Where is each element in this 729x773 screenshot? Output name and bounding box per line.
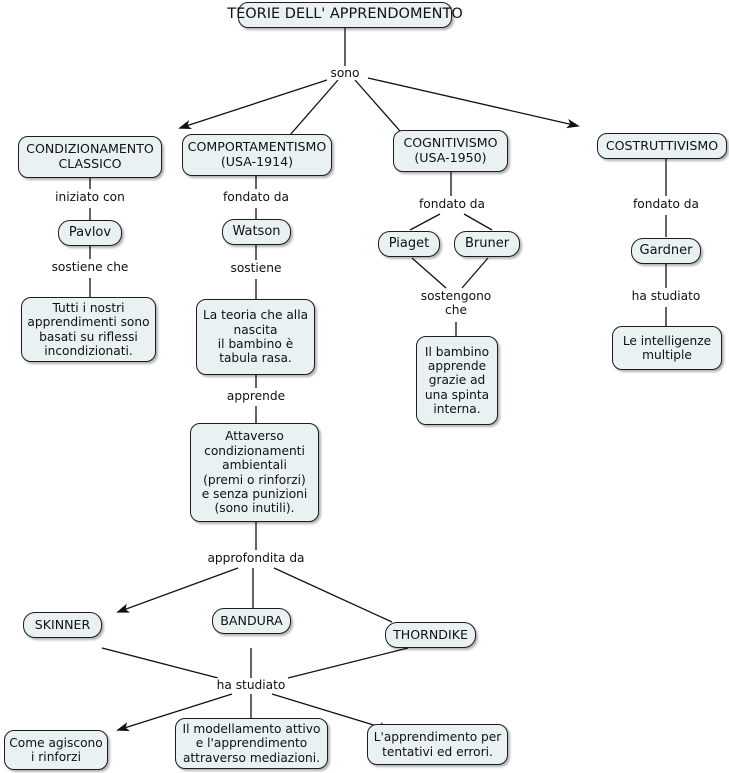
node-modellamento[interactable]: Il modellamento attivo e l'apprendimento… xyxy=(175,718,328,769)
link-label-fondato-da-watson: fondato da xyxy=(223,190,289,205)
link-label-apprende: apprende xyxy=(226,389,286,404)
link-label-fondato-da-cognitivismo: fondato da xyxy=(419,197,485,212)
edge-sono-costruttivismo xyxy=(367,77,580,129)
edge-sono-comportamentismo xyxy=(289,79,339,136)
edge-sono-condizionamento xyxy=(178,79,328,130)
node-thorndike[interactable]: THORNDIKE xyxy=(385,622,476,648)
link-label-approfondita-da: approfondita da xyxy=(207,551,305,566)
edge-fondatoda-bruner xyxy=(463,213,493,231)
edge-approfondita-skinner xyxy=(116,567,239,613)
edge-thorndike-hastudiato xyxy=(287,647,409,679)
edge-piaget-sostengono xyxy=(411,257,447,289)
node-skinner[interactable]: SKINNER xyxy=(23,612,102,638)
link-label-iniziato-con: iniziato con xyxy=(55,190,125,205)
node-tabula-rasa[interactable]: La teoria che alla nascita il bambino è … xyxy=(196,299,315,375)
edge-skinner-hastudiato xyxy=(101,647,219,679)
node-spinta-interna[interactable]: Il bambino apprende grazie ad una spinta… xyxy=(416,336,498,425)
node-riflessi-incondizionati[interactable]: Tutti i nostri apprendimenti sono basati… xyxy=(21,297,156,362)
link-label-ha-studiato-bottom: ha studiato xyxy=(216,678,286,693)
link-label-fondato-da-gardner: fondato da xyxy=(633,197,699,212)
link-label-sostiene: sostiene xyxy=(230,261,282,276)
node-bruner[interactable]: Bruner xyxy=(454,231,520,257)
node-cognitivismo[interactable]: COGNITIVISMO (USA-1950) xyxy=(393,130,508,172)
edge-sono-cognitivismo xyxy=(354,79,401,132)
node-condizionamenti-ambientali[interactable]: Attaverso condizionamenti ambientali (pr… xyxy=(190,423,319,522)
node-come-agiscono[interactable]: Come agiscono i rinforzi xyxy=(4,730,108,770)
node-comportamentismo[interactable]: COMPORTAMENTISMO (USA-1914) xyxy=(182,134,332,176)
node-pavlov[interactable]: Pavlov xyxy=(58,220,122,246)
node-bandura[interactable]: BANDURA xyxy=(212,608,291,634)
node-condizionamento-classico[interactable]: CONDIZIONAMENTO CLASSICO xyxy=(18,136,162,178)
link-label-sono: sono xyxy=(330,66,360,81)
node-piaget[interactable]: Piaget xyxy=(378,231,440,257)
link-label-sostengono-che: sostengono che xyxy=(420,289,492,318)
node-intelligenze-multiple[interactable]: Le intelligenze multiple xyxy=(612,326,722,370)
link-label-sostiene-che: sostiene che xyxy=(51,260,129,275)
node-watson[interactable]: Watson xyxy=(222,219,291,245)
node-tentativi-errori[interactable]: L'apprendimento per tentativi ed errori. xyxy=(367,724,508,765)
link-label-ha-studiato-gardner: ha studiato xyxy=(631,289,701,304)
node-costruttivismo[interactable]: COSTRUTTIVISMO xyxy=(597,133,727,159)
node-root[interactable]: TEORIE DELL' APPRENDOMENTO xyxy=(227,2,463,28)
edge-fondatoda-piaget xyxy=(409,213,441,231)
edge-approfondita-thorndike xyxy=(273,567,393,623)
edge-bruner-sostengono xyxy=(461,257,489,289)
node-gardner[interactable]: Gardner xyxy=(631,238,701,264)
